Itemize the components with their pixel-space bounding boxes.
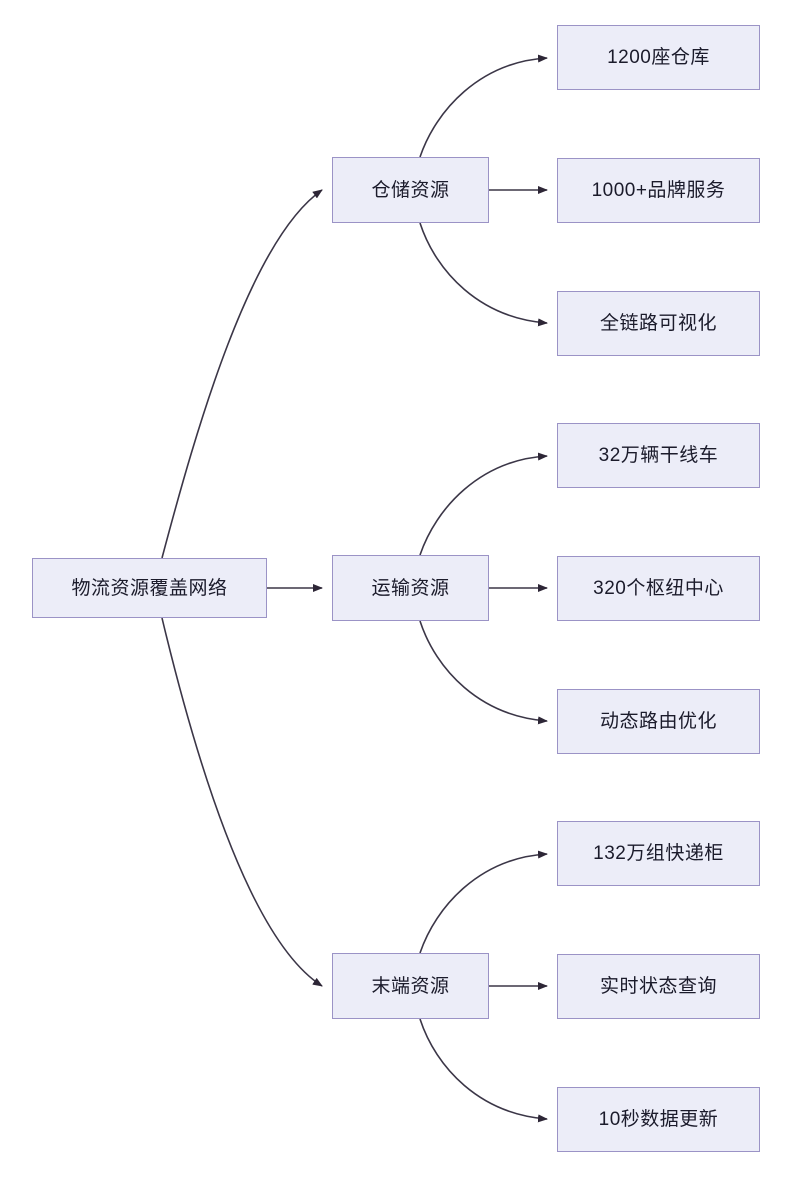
node-leaf-full-chain-visibility-label: 全链路可视化 [599, 313, 717, 334]
node-branch-lastmile-label: 末端资源 [371, 975, 450, 997]
node-leaf-trunk-vehicles-label: 32万辆干线车 [598, 445, 719, 466]
node-leaf-hub-centers-label: 320个枢纽中心 [593, 578, 724, 599]
node-leaf-dynamic-routing-label: 动态路由优化 [599, 711, 717, 732]
node-leaf-10s-data-refresh-label: 10秒数据更新 [598, 1109, 719, 1130]
edge-lastmile-to-leaf-0 [419, 850, 548, 954]
node-branch-warehouse[interactable]: 仓储资源 [332, 157, 489, 223]
node-leaf-warehouse-count-label: 1200座仓库 [607, 47, 710, 68]
node-branch-transport-label: 运输资源 [371, 577, 450, 599]
node-branch-transport[interactable]: 运输资源 [332, 555, 489, 621]
edge-transport-to-leaf-0 [419, 452, 548, 556]
edge-warehouse-to-leaf-0 [419, 54, 548, 158]
node-branch-lastmile[interactable]: 末端资源 [332, 953, 489, 1019]
edge-root-to-warehouse [161, 189, 323, 559]
node-leaf-realtime-status[interactable]: 实时状态查询 [557, 954, 760, 1019]
node-leaf-hub-centers[interactable]: 320个枢纽中心 [557, 556, 760, 621]
node-leaf-parcel-lockers-label: 132万组快递柜 [593, 843, 724, 864]
node-leaf-trunk-vehicles[interactable]: 32万辆干线车 [557, 423, 760, 488]
node-leaf-warehouse-count[interactable]: 1200座仓库 [557, 25, 760, 90]
node-leaf-10s-data-refresh[interactable]: 10秒数据更新 [557, 1087, 760, 1152]
node-root[interactable]: 物流资源覆盖网络 [32, 558, 267, 618]
node-root-label: 物流资源覆盖网络 [71, 577, 228, 599]
node-leaf-realtime-status-label: 实时状态查询 [599, 976, 717, 997]
node-leaf-brand-service-label: 1000+品牌服务 [591, 180, 726, 201]
node-leaf-full-chain-visibility[interactable]: 全链路可视化 [557, 291, 760, 356]
node-branch-warehouse-label: 仓储资源 [371, 179, 450, 201]
edge-warehouse-to-leaf-2 [419, 222, 548, 327]
edge-transport-to-leaf-2 [419, 620, 548, 725]
node-leaf-brand-service[interactable]: 1000+品牌服务 [557, 158, 760, 223]
edge-root-to-lastmile [161, 617, 323, 987]
edge-lastmile-to-leaf-2 [419, 1018, 548, 1123]
node-leaf-parcel-lockers[interactable]: 132万组快递柜 [557, 821, 760, 886]
node-leaf-dynamic-routing[interactable]: 动态路由优化 [557, 689, 760, 754]
